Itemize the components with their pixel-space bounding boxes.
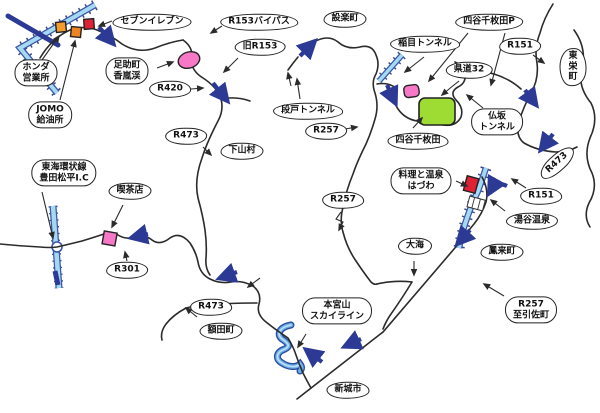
road-tunnel-west-stub bbox=[220, 97, 251, 102]
senmaida-parking-marker bbox=[403, 83, 420, 99]
road-oomi-junction-left bbox=[382, 281, 413, 330]
pointer-arrow bbox=[455, 180, 469, 187]
direction-arrow bbox=[537, 130, 560, 154]
direction-arrow bbox=[295, 38, 318, 61]
pointer-arrow bbox=[344, 124, 359, 132]
pointer-arrow bbox=[440, 80, 460, 97]
railway-line bbox=[16, 3, 96, 95]
korankei-marker bbox=[177, 50, 201, 70]
pointer-arrow bbox=[111, 204, 124, 229]
pointer-arrow bbox=[209, 25, 223, 34]
expressway-end-cap bbox=[52, 270, 61, 286]
railway-edge bbox=[15, 2, 97, 96]
river bbox=[274, 321, 305, 375]
yuya-onsen-station bbox=[466, 195, 486, 212]
railway-hatch-ticks bbox=[11, 0, 98, 97]
pointer-arrow-zigzag bbox=[335, 211, 345, 232]
road-r151-north bbox=[517, 3, 578, 153]
pointer-arrow bbox=[41, 34, 60, 61]
pointer-arrow bbox=[202, 146, 213, 157]
road-hongusan bbox=[252, 285, 312, 389]
direction-arrow bbox=[126, 223, 150, 245]
pointer-arrow bbox=[297, 333, 307, 349]
roads-group bbox=[0, 3, 596, 400]
road-r257 bbox=[313, 37, 379, 286]
pointer-arrows-group bbox=[41, 20, 546, 349]
road-right-edge bbox=[573, 29, 596, 228]
pointer-arrow bbox=[294, 77, 302, 100]
expressway-line bbox=[5, 13, 61, 48]
iname-railway-crossing bbox=[375, 51, 406, 85]
direction-arrow-curved bbox=[486, 173, 508, 198]
direction-arrow bbox=[379, 84, 399, 108]
road-prefroad32 bbox=[464, 71, 522, 90]
railway-line bbox=[377, 53, 404, 83]
direction-arrow bbox=[208, 81, 231, 105]
direction-arrow bbox=[454, 224, 477, 248]
pointer-arrow bbox=[156, 61, 175, 69]
direction-arrow bbox=[94, 24, 117, 48]
pointer-arrow bbox=[222, 57, 239, 74]
direction-arrow bbox=[340, 330, 364, 350]
road-r420-south bbox=[182, 39, 223, 276]
pointer-arrow bbox=[403, 56, 425, 74]
direction-arrow bbox=[518, 85, 540, 109]
direction-arrow bbox=[215, 262, 239, 283]
pointer-arrow bbox=[286, 71, 293, 87]
pointer-arrow bbox=[184, 306, 198, 318]
yotsuya-senmaida-field bbox=[418, 97, 456, 126]
pointer-arrow bbox=[510, 178, 527, 189]
landmarks-group bbox=[54, 17, 486, 247]
coffee-shop-marker bbox=[101, 230, 118, 247]
pointer-arrow bbox=[465, 93, 484, 109]
pointer-arrow bbox=[412, 116, 424, 129]
road-oomi-junction-top bbox=[376, 280, 413, 285]
pointer-arrow bbox=[41, 191, 55, 240]
road-r473-south bbox=[160, 302, 258, 341]
pointer-arrow bbox=[59, 39, 77, 101]
pointer-arrow bbox=[427, 32, 469, 83]
direction-arrow bbox=[302, 346, 326, 369]
pointer-arrow bbox=[246, 277, 261, 288]
pointer-arrow bbox=[190, 85, 205, 92]
seven-eleven-marker bbox=[82, 17, 96, 31]
road-tunnel-east-stub bbox=[287, 56, 299, 71]
road-r151-straight bbox=[296, 234, 467, 400]
direction-arrows-group bbox=[94, 24, 560, 369]
honda-office-marker bbox=[54, 20, 68, 34]
jomo-gas-station-marker bbox=[69, 25, 83, 39]
pointer-arrow bbox=[123, 250, 130, 262]
river-highlight bbox=[276, 324, 301, 368]
pointer-arrow bbox=[482, 283, 505, 297]
pointer-arrow bbox=[97, 20, 113, 27]
pointer-arrow bbox=[489, 198, 506, 212]
pointer-arrow bbox=[532, 54, 546, 64]
expressway-crossing-topleft bbox=[5, 0, 98, 97]
